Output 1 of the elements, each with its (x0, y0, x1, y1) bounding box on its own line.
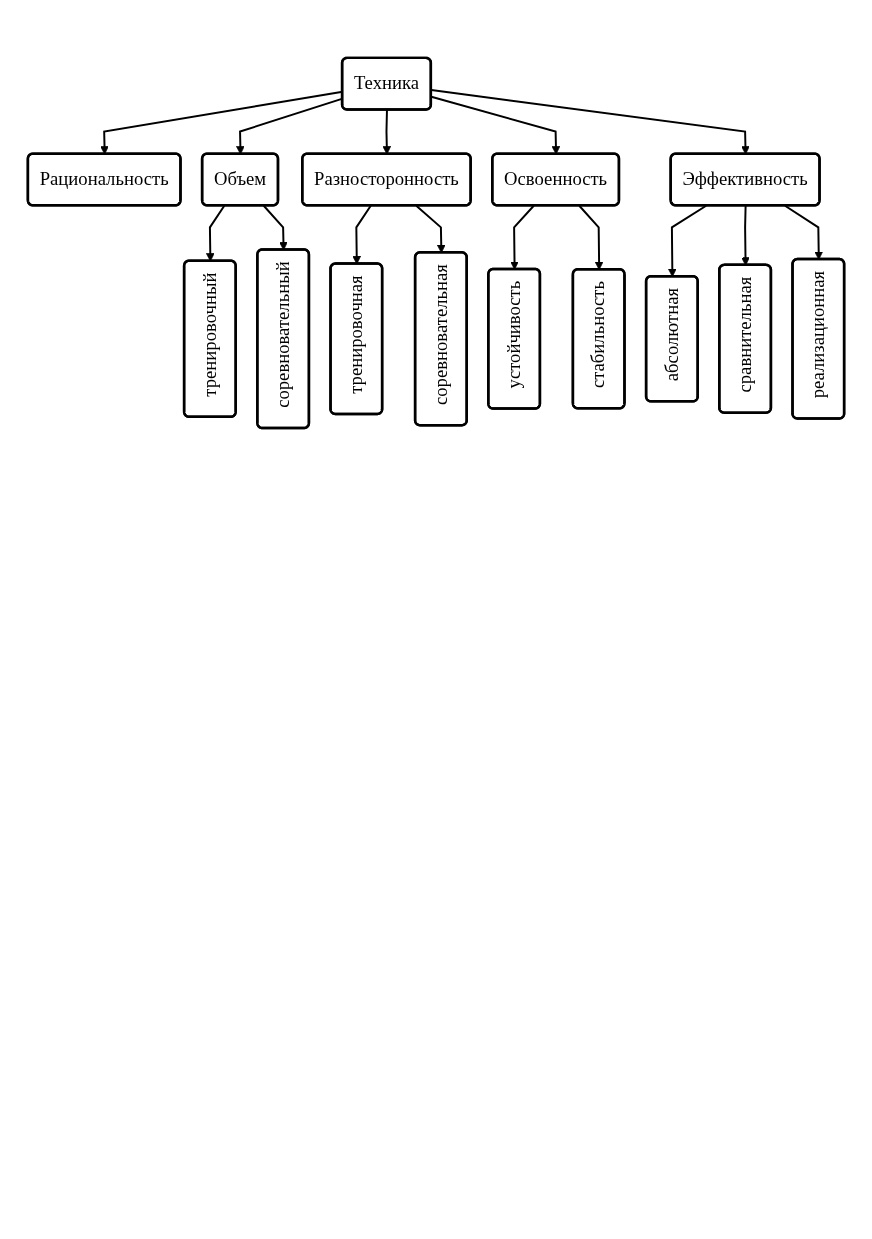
flowchart: Техника Рациональность Объем Разносторонность Освоенность Эффективность тренировочный соревновательный тренировочная соревновательная устойчивость стабильность абсолютная сравнительная реализационная (20, 50, 852, 436)
